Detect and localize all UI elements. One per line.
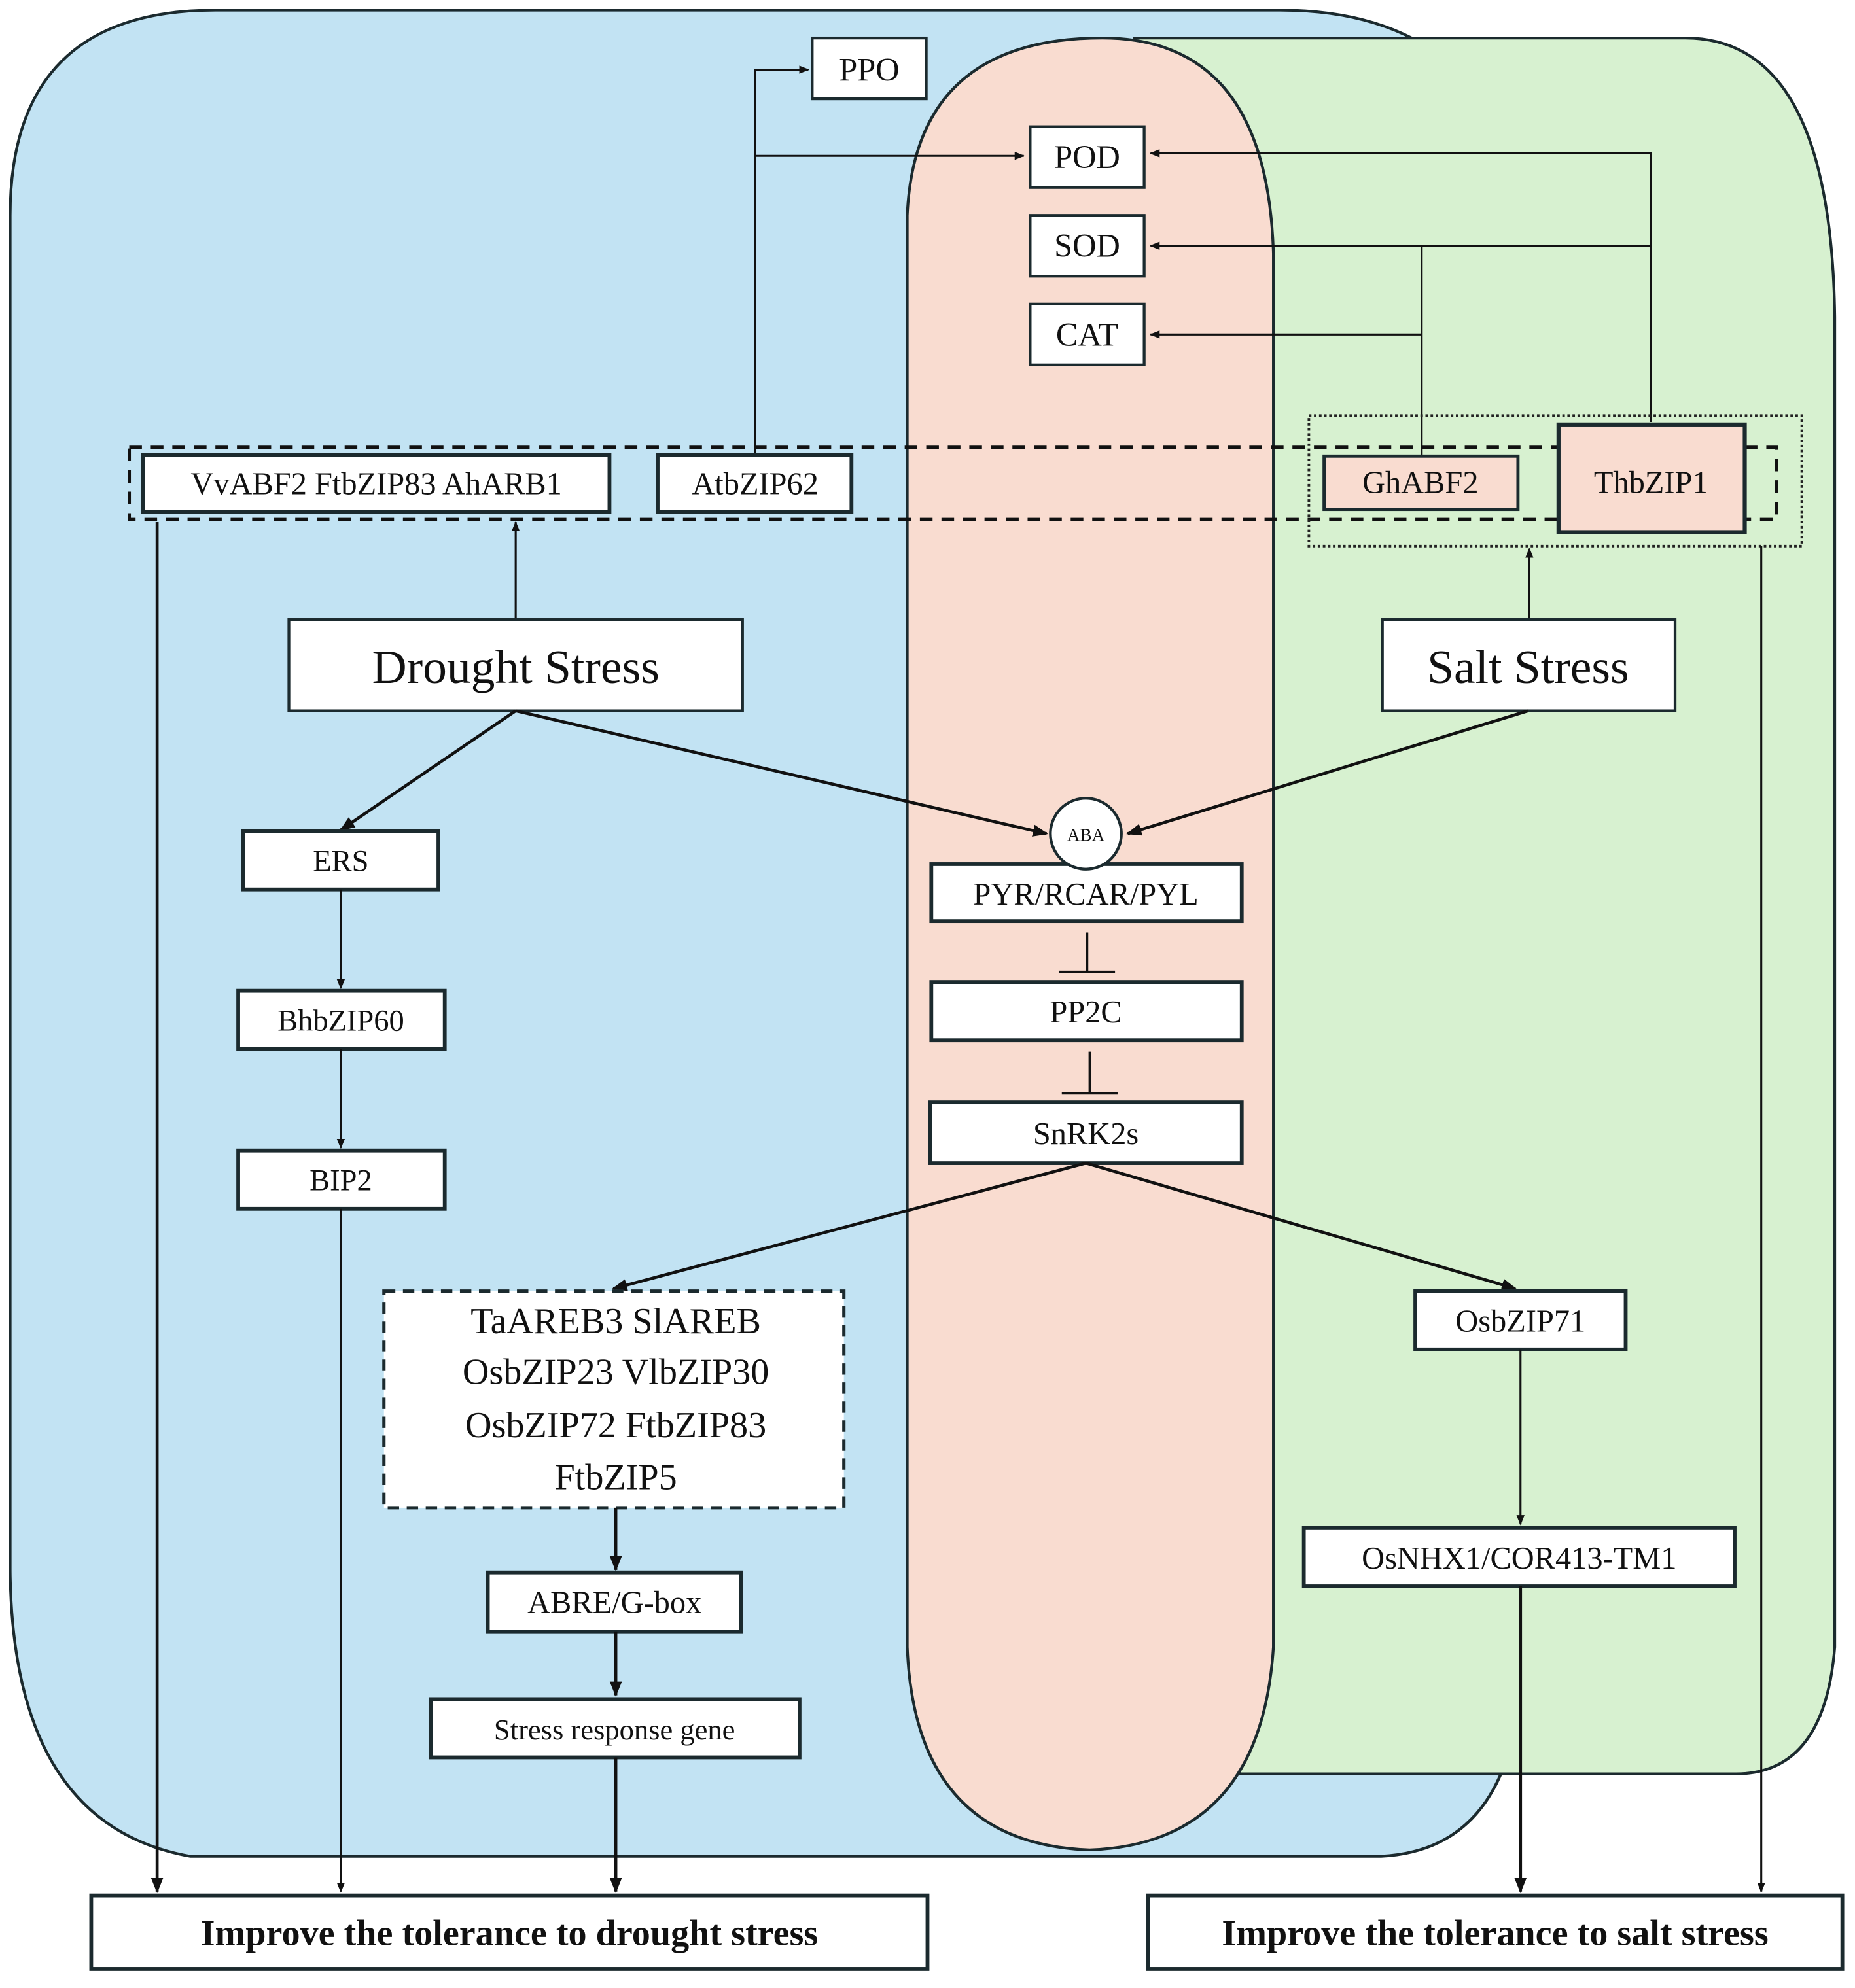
node-stress-gene: Stress response gene bbox=[429, 1697, 802, 1760]
edge-snrk2s-areb bbox=[612, 1161, 1087, 1291]
aba-region bbox=[906, 36, 1275, 1852]
bhbzip60-label: BhbZIP60 bbox=[277, 1005, 404, 1038]
snrk2s-label: SnRK2s bbox=[1033, 1117, 1139, 1151]
edges-enzymes bbox=[754, 65, 1652, 457]
node-ppo: PPO bbox=[811, 36, 928, 101]
salt-stress-label: Salt Stress bbox=[1427, 640, 1629, 693]
node-pyr: PYR/RCAR/PYL bbox=[929, 862, 1244, 924]
ppo-label: PPO bbox=[839, 52, 899, 88]
pyr-label: PYR/RCAR/PYL bbox=[973, 877, 1198, 912]
node-cat: CAT bbox=[1029, 302, 1146, 366]
aba-label: ABA bbox=[1067, 825, 1105, 845]
node-osbzip71: OsbZIP71 bbox=[1413, 1289, 1628, 1351]
node-atbzip62: AtbZIP62 bbox=[656, 453, 854, 514]
edge-drought-aba bbox=[515, 709, 1048, 837]
salt-outcome-label: Improve the tolerance to salt stress bbox=[1222, 1913, 1768, 1954]
edge-atbzip62-ppo bbox=[754, 65, 810, 455]
areb-line-1: TaAREB3 SlAREB bbox=[470, 1301, 761, 1342]
node-drought-stress: Drought Stress bbox=[287, 618, 744, 712]
node-snrk2s: SnRK2s bbox=[928, 1100, 1244, 1165]
edge-drought-ers bbox=[339, 709, 517, 831]
node-drought-tfs: VvABF2 FtbZIP83 AhARB1 bbox=[141, 453, 612, 514]
node-ghabf2: GhABF2 bbox=[1322, 454, 1520, 512]
bip2-label: BIP2 bbox=[309, 1164, 372, 1198]
node-aba: ABA bbox=[1049, 797, 1123, 871]
edge-snrk2s-osbzip71 bbox=[1085, 1161, 1517, 1291]
node-areb-group: TaAREB3 SlAREB OsbZIP23 VlbZIP30 OsbZIP7… bbox=[382, 1289, 846, 1510]
osnhx1-label: OsNHX1/COR413-TM1 bbox=[1362, 1541, 1676, 1576]
edge-salt-aba bbox=[1126, 709, 1529, 836]
thbzip1-label: ThbZIP1 bbox=[1594, 465, 1708, 500]
edge-pyr-pp2c-inhibit bbox=[1059, 932, 1116, 973]
drought-outcome-label: Improve the tolerance to drought stress bbox=[201, 1913, 819, 1954]
edge-thbzip1-pod bbox=[1149, 149, 1652, 422]
pp2c-label: PP2C bbox=[1050, 995, 1122, 1030]
areb-line-3: OsbZIP72 FtbZIP83 bbox=[465, 1405, 766, 1446]
ghabf2-label: GhABF2 bbox=[1362, 465, 1479, 500]
node-bhbzip60: BhbZIP60 bbox=[236, 988, 447, 1051]
sod-label: SOD bbox=[1054, 228, 1120, 264]
stress-gene-label: Stress response gene bbox=[494, 1713, 735, 1746]
cat-label: CAT bbox=[1056, 316, 1118, 353]
drought-tf-group-border bbox=[128, 445, 1778, 521]
edge-ghabf2-cat bbox=[1150, 245, 1423, 457]
node-pod: POD bbox=[1029, 125, 1146, 189]
edge-pp2c-snrk2s-inhibit bbox=[1061, 1051, 1118, 1095]
node-drought-outcome: Improve the tolerance to drought stress bbox=[89, 1893, 930, 1971]
osbzip71-label: OsbZIP71 bbox=[1455, 1304, 1585, 1339]
areb-line-4: FtbZIP5 bbox=[555, 1457, 677, 1497]
node-salt-outcome: Improve the tolerance to salt stress bbox=[1146, 1893, 1845, 1971]
node-bip2: BIP2 bbox=[236, 1148, 447, 1211]
ers-label: ERS bbox=[313, 845, 368, 879]
node-sod: SOD bbox=[1029, 214, 1146, 278]
salt-tf-group-border bbox=[1307, 414, 1803, 548]
atbzip62-label: AtbZIP62 bbox=[692, 466, 819, 501]
areb-line-2: OsbZIP23 VlbZIP30 bbox=[463, 1352, 769, 1393]
node-pp2c: PP2C bbox=[929, 980, 1244, 1043]
node-thbzip1: ThbZIP1 bbox=[1556, 422, 1747, 534]
drought-tfs-label: VvABF2 FtbZIP83 AhARB1 bbox=[190, 466, 561, 501]
node-salt-stress: Salt Stress bbox=[1381, 618, 1677, 712]
node-abre: ABRE/G-box bbox=[486, 1570, 743, 1634]
node-ers: ERS bbox=[241, 829, 440, 892]
drought-stress-label: Drought Stress bbox=[372, 640, 659, 693]
node-osnhx1: OsNHX1/COR413-TM1 bbox=[1301, 1526, 1737, 1588]
pod-label: POD bbox=[1054, 139, 1120, 175]
abre-label: ABRE/G-box bbox=[527, 1586, 701, 1620]
